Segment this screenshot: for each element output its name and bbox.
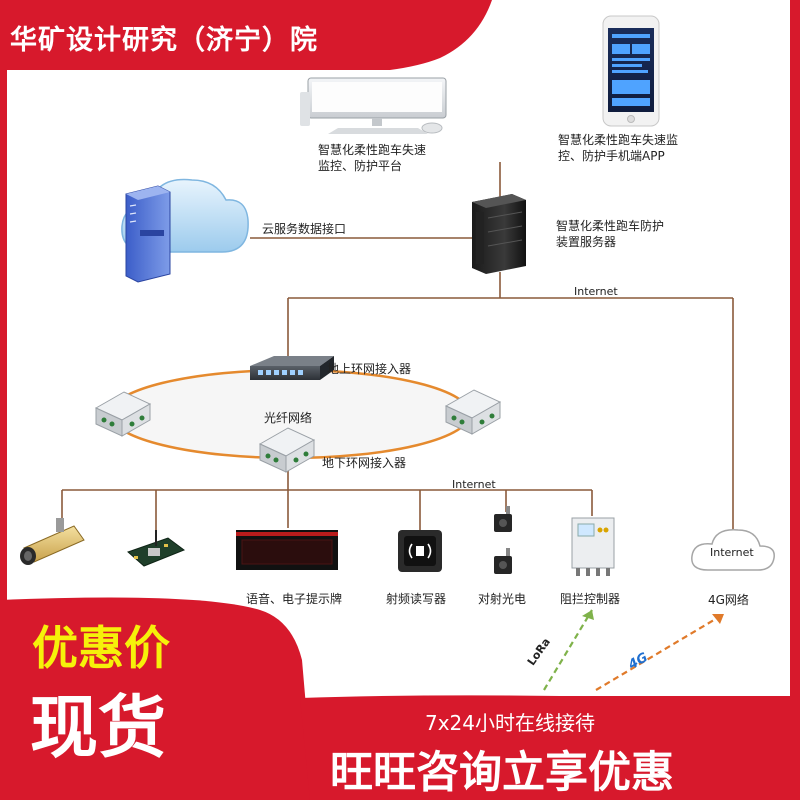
app-label: 智慧化柔性跑车失速监控、防护手机端APP xyxy=(558,133,679,163)
rfid-reader-icon xyxy=(398,530,442,572)
ground-ring-label: 地上环网接入器 xyxy=(327,362,412,376)
in-stock-text: 现货 xyxy=(30,689,167,768)
network-4g-label: 4G网络 xyxy=(708,593,749,607)
platform-label: 智慧化柔性跑车失速监控、防护平台 xyxy=(318,143,427,173)
service-hours-text: 7x24小时在线接待 xyxy=(425,711,596,735)
network-switch-icon xyxy=(250,356,334,380)
camera-icon xyxy=(20,518,85,565)
company-name: 华矿设计研究（济宁）院 xyxy=(10,25,318,56)
g4-arrowhead xyxy=(712,614,724,624)
underground-ring-label: 地下环网接入器 xyxy=(322,456,407,470)
smartphone-icon xyxy=(602,15,660,127)
promo-block xyxy=(0,597,314,800)
cloud-interface-label: 云服务数据接口 xyxy=(262,222,347,236)
internet-top-label: Internet xyxy=(574,285,618,298)
fiber-network-label: 光纤网络 xyxy=(264,411,313,425)
barrier-controller-icon xyxy=(571,517,615,576)
discount-text: 优惠价 xyxy=(32,621,170,675)
underground-ring-access-device xyxy=(258,427,316,473)
ring-access-device-right xyxy=(444,389,502,435)
desktop-computer-icon xyxy=(300,77,447,134)
header-banner xyxy=(0,0,492,70)
lora-arrowhead xyxy=(582,610,594,620)
internet-cloud-icon xyxy=(691,529,775,571)
border-right xyxy=(790,0,800,800)
led-display-sign-icon xyxy=(236,530,338,570)
server-icon xyxy=(472,194,526,274)
consult-text: 旺旺咨询立享优惠 xyxy=(330,748,674,798)
wireless-arrows xyxy=(543,609,725,691)
server-label: 智慧化柔性跑车防护装置服务器 xyxy=(556,219,665,249)
internet-cloud-label: Internet xyxy=(710,546,754,559)
ring-access-device-left xyxy=(94,391,152,437)
barrier-controller-label: 阻拦控制器 xyxy=(560,592,621,606)
bottom-bar xyxy=(300,695,790,800)
cloud-server-tower-icon xyxy=(125,185,171,283)
circuit-board-icon xyxy=(127,530,186,567)
border-left xyxy=(0,0,7,600)
rfid-reader-label: 射频读写器 xyxy=(386,592,447,606)
photoelectric-label: 对射光电 xyxy=(478,592,527,606)
connection-lines xyxy=(61,162,734,530)
photoelectric-sensor-icon xyxy=(494,506,512,574)
internet-mid-label: Internet xyxy=(452,478,496,491)
voice-sign-label: 语音、电子提示牌 xyxy=(246,592,343,606)
